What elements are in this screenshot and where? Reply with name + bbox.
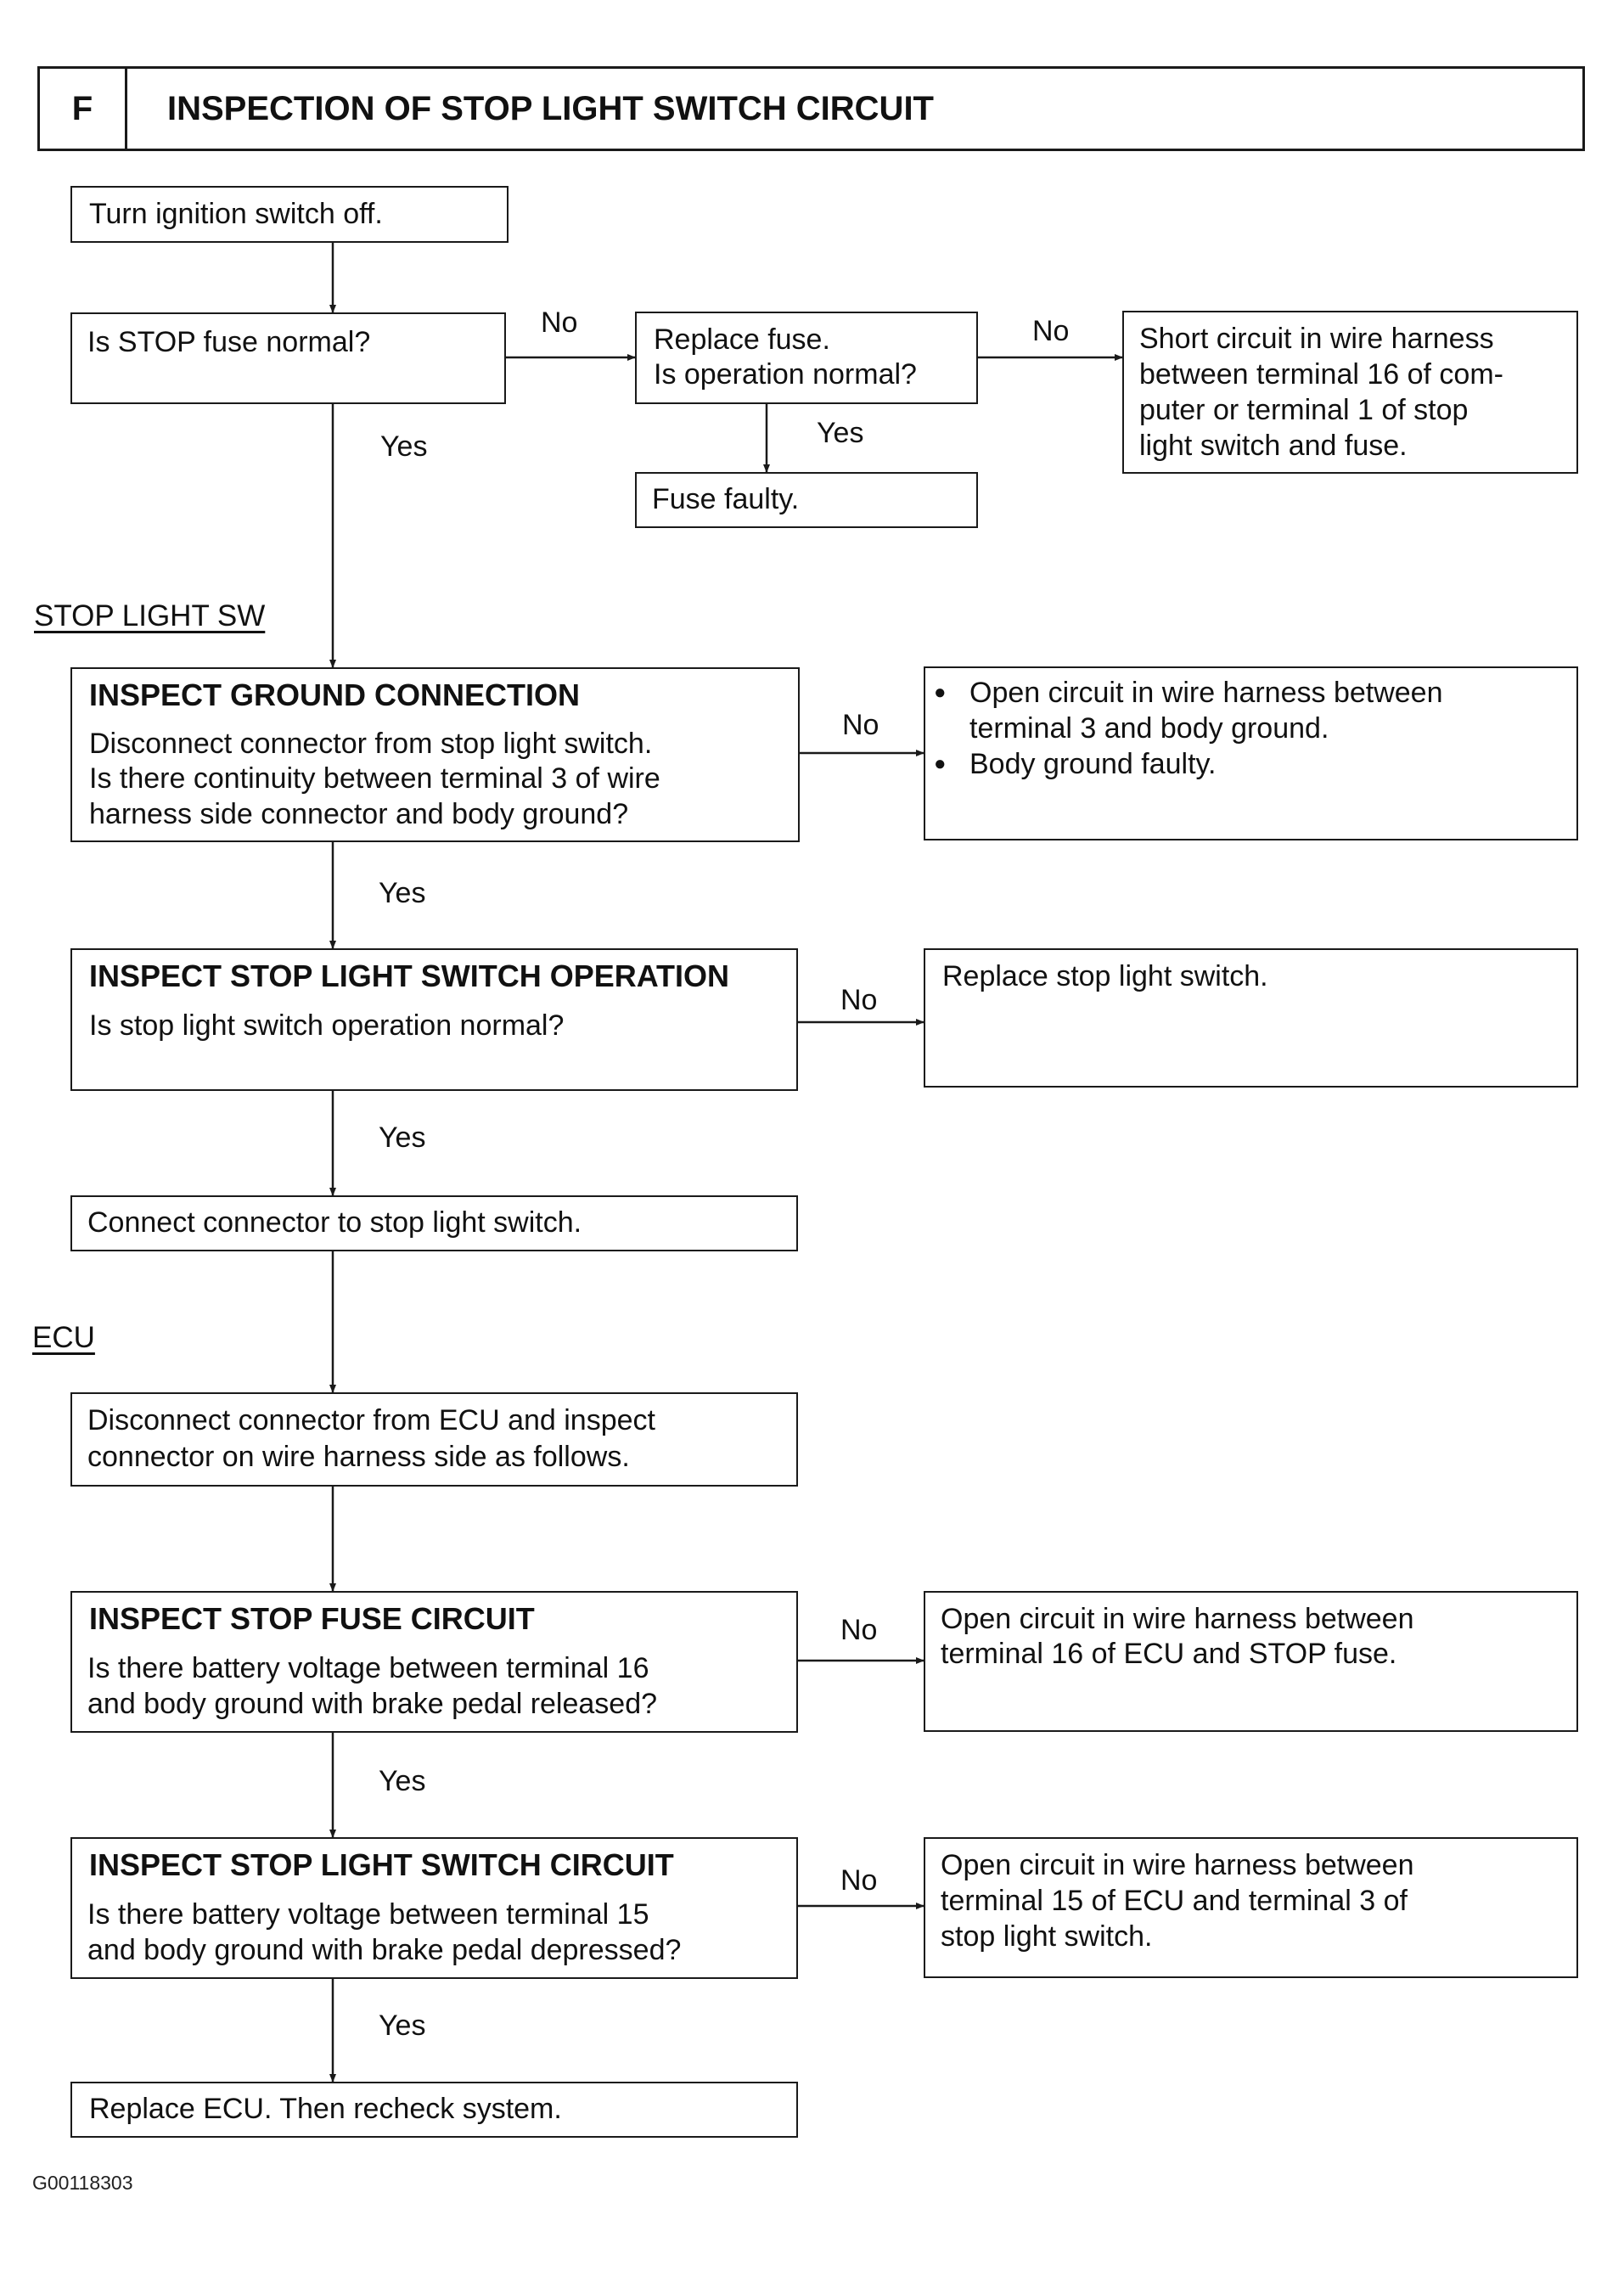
step-text: puter or terminal 1 of stop <box>1139 394 1469 426</box>
section-header: F INSPECTION OF STOP LIGHT SWITCH CIRCUI… <box>37 66 1585 151</box>
label-no: No <box>840 984 878 1016</box>
step-title: INSPECT STOP FUSE CIRCUIT <box>89 1601 535 1636</box>
step-text: harness side connector and body ground? <box>89 798 629 830</box>
result-fuse-circuit-open: Open circuit in wire harness between ter… <box>924 1591 1578 1732</box>
step-text: light switch and fuse. <box>1139 430 1408 462</box>
step-text: and body ground with brake pedal release… <box>87 1688 658 1720</box>
label-no: No <box>842 709 879 741</box>
step-text: Is STOP fuse normal? <box>87 326 371 358</box>
result-list: Open circuit in wire harness betweenterm… <box>925 675 1443 782</box>
step-text: Short circuit in wire harness <box>1139 323 1494 355</box>
step-text: Replace ECU. Then recheck system. <box>89 2093 562 2125</box>
step-text: Open circuit in wire harness between <box>941 1603 1414 1635</box>
step-text: Is operation normal? <box>654 358 917 391</box>
label-no: No <box>541 306 578 339</box>
step-inspect-stop-fuse-circuit: INSPECT STOP FUSE CIRCUIT Is there batte… <box>70 1591 798 1733</box>
step-title: INSPECT STOP LIGHT SWITCH CIRCUIT <box>89 1847 674 1882</box>
step-text: Turn ignition switch off. <box>89 198 383 230</box>
step-text: Disconnect connector from stop light swi… <box>89 728 653 760</box>
step-text: Replace stop light switch. <box>942 960 1268 992</box>
result-replace-ecu: Replace ECU. Then recheck system. <box>70 2082 798 2138</box>
label-no: No <box>1032 315 1070 347</box>
step-text: between terminal 16 of com- <box>1139 358 1503 391</box>
step-text: Disconnect connector from ECU and inspec… <box>87 1404 655 1436</box>
section-letter: F <box>40 69 127 149</box>
list-item: Open circuit in wire harness betweenterm… <box>925 675 1443 746</box>
label-yes: Yes <box>379 877 426 909</box>
label-no: No <box>840 1864 878 1897</box>
label-no: No <box>840 1614 878 1646</box>
section-label-stop-light-sw: STOP LIGHT SW <box>34 599 266 632</box>
step-text: Replace fuse. <box>654 323 830 356</box>
step-turn-ignition-off: Turn ignition switch off. <box>70 186 509 243</box>
step-connect-connector: Connect connector to stop light switch. <box>70 1195 798 1251</box>
step-text: Open circuit in wire harness between <box>941 1849 1414 1881</box>
result-switch-circuit-open: Open circuit in wire harness between ter… <box>924 1837 1578 1978</box>
step-text: Is there continuity between terminal 3 o… <box>89 762 660 795</box>
step-text: Is there battery voltage between termina… <box>87 1898 649 1931</box>
result-fuse-faulty: Fuse faulty. <box>635 472 978 528</box>
label-yes: Yes <box>817 417 864 449</box>
step-text: terminal 15 of ECU and terminal 3 of <box>941 1885 1408 1917</box>
step-title: INSPECT STOP LIGHT SWITCH OPERATION <box>89 958 730 993</box>
step-text: connector on wire harness side as follow… <box>87 1441 630 1473</box>
step-inspect-switch-circuit: INSPECT STOP LIGHT SWITCH CIRCUIT Is the… <box>70 1837 798 1979</box>
step-inspect-switch-operation: INSPECT STOP LIGHT SWITCH OPERATION Is s… <box>70 948 798 1091</box>
step-text: Is stop light switch operation normal? <box>89 1009 565 1042</box>
figure-id: G00118303 <box>32 2172 133 2194</box>
step-text: stop light switch. <box>941 1920 1153 1953</box>
result-replace-switch: Replace stop light switch. <box>924 948 1578 1088</box>
result-short-circuit: Short circuit in wire harness between te… <box>1122 311 1578 474</box>
page-title: INSPECTION OF STOP LIGHT SWITCH CIRCUIT <box>167 90 934 127</box>
step-text: and body ground with brake pedal depress… <box>87 1934 682 1966</box>
step-text: Is there battery voltage between termina… <box>87 1652 649 1684</box>
step-text: Connect connector to stop light switch. <box>87 1206 582 1239</box>
step-text: terminal 16 of ECU and STOP fuse. <box>941 1638 1397 1670</box>
section-label-ecu: ECU <box>32 1321 95 1354</box>
label-yes: Yes <box>380 430 428 463</box>
result-ground-open-circuit: Open circuit in wire harness betweenterm… <box>924 666 1578 840</box>
list-item: Body ground faulty. <box>925 746 1443 782</box>
step-replace-fuse: Replace fuse. Is operation normal? <box>635 312 978 404</box>
step-disconnect-ecu: Disconnect connector from ECU and inspec… <box>70 1392 798 1487</box>
step-inspect-ground-connection: INSPECT GROUND CONNECTION Disconnect con… <box>70 667 800 842</box>
label-yes: Yes <box>379 1765 426 1797</box>
step-text: Fuse faulty. <box>652 483 800 515</box>
step-stop-fuse-check: Is STOP fuse normal? <box>70 312 506 404</box>
step-title: INSPECT GROUND CONNECTION <box>89 677 581 712</box>
label-yes: Yes <box>379 1121 426 1154</box>
label-yes: Yes <box>379 2010 426 2042</box>
